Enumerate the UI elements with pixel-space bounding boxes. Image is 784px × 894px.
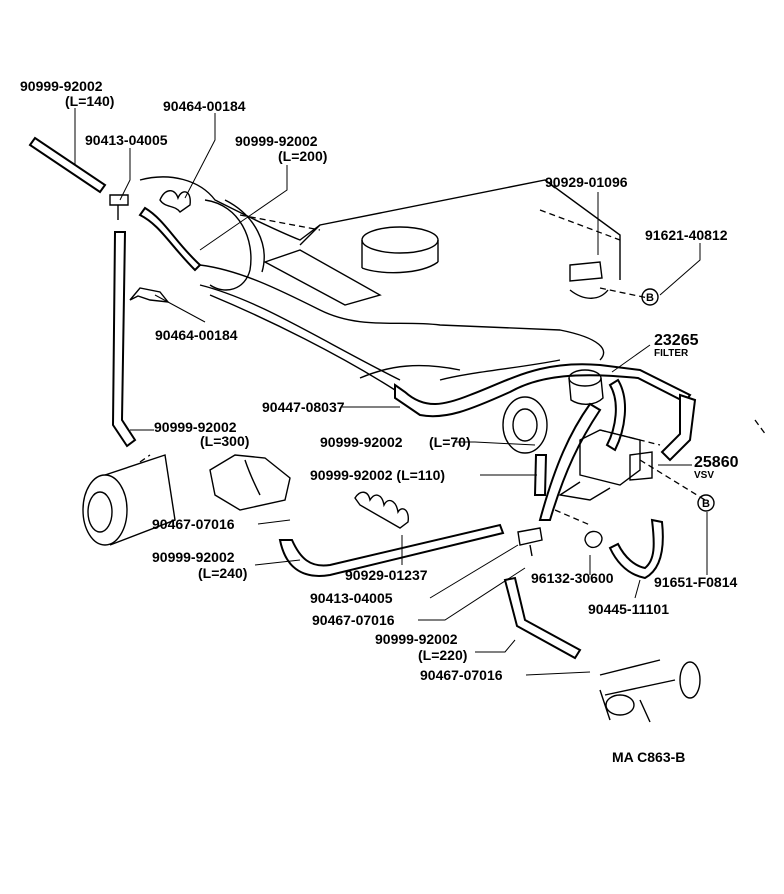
hose-90445-11101 [608,518,664,580]
label-hose-220-len: (L=220) [418,647,467,663]
diaphragm [209,454,291,511]
label-hose-300-pn: 90999-92002 [154,419,237,435]
label-hose-70-pn: 90999-92002 [320,434,403,450]
label-hose-long: 90447-08037 [262,399,345,415]
label-clamp-left: 90467-07016 [152,516,235,532]
hose-l220 [503,576,582,660]
label-clip-mid: 90464-00184 [155,327,238,343]
clip-mid [129,287,170,303]
throttle-pipes [599,659,701,723]
label-hose-200-pn: 90999-92002 [235,133,318,149]
label-hose-11101: 90445-11101 [588,601,669,617]
label-hose-110: 90999-92002 (L=110) [310,467,445,483]
filter-23265 [568,369,604,405]
connector-96132 [584,530,603,548]
hose-l140 [28,136,107,194]
vacuum-motor [502,396,548,454]
label-hose-240-pn: 90999-92002 [152,549,235,565]
label-hose-70-len: (L=70) [429,434,471,450]
label-tee-top: 90413-04005 [85,132,168,148]
label-vsv-name: VSV [694,470,714,481]
label-bracket: 90929-01096 [545,174,628,190]
label-hose-220-pn: 90999-92002 [375,631,458,647]
hose-l70-l110 [533,402,602,521]
label-filter-name: FILTER [654,348,689,359]
label-clamp-mid: 90467-07016 [312,612,395,628]
leader-lines [74,108,708,676]
engine-body-outline [139,176,621,391]
label-bolt-b: 91651-F0814 [654,574,738,590]
part-labels: 90999-92002 (L=140) 90464-00184 90413-04… [20,78,739,765]
reference-dashes [139,209,767,526]
bracket [569,261,609,299]
tee-fitting-top [109,194,129,220]
label-hose-240-len: (L=240) [198,565,247,581]
tee-fitting-bottom [517,527,543,557]
label-hose-200-len: (L=200) [278,148,327,164]
hose-right-loop [605,378,697,462]
svg-text:B: B [646,292,654,304]
hose-l200 [138,206,202,272]
label-clip-top: 90464-00184 [163,98,246,114]
label-tee-bottom: 90413-04005 [310,590,393,606]
label-clamp-set: 90929-01237 [345,567,428,583]
charcoal-canister [82,454,176,546]
label-hose-140-len: (L=140) [65,93,114,109]
hose-l240 [278,523,505,577]
label-ref-code: MA C863-B [612,749,685,765]
b-marker-bottom: B [697,494,715,512]
b-marker-top: B [641,288,659,306]
label-hose-300-len: (L=300) [200,433,249,449]
svg-text:B: B [702,498,710,510]
label-clamp-bottom: 90467-07016 [420,667,503,683]
label-bolt: 91621-40812 [645,227,728,243]
label-hose-140-pn: 90999-92002 [20,78,103,94]
clamp-set [354,491,410,529]
label-vsv-pn: 25860 [694,454,739,471]
clip-top [159,190,191,213]
label-filter-pn: 23265 [654,332,699,349]
label-connector: 96132-30600 [531,570,614,586]
hose-l300 [111,231,137,448]
